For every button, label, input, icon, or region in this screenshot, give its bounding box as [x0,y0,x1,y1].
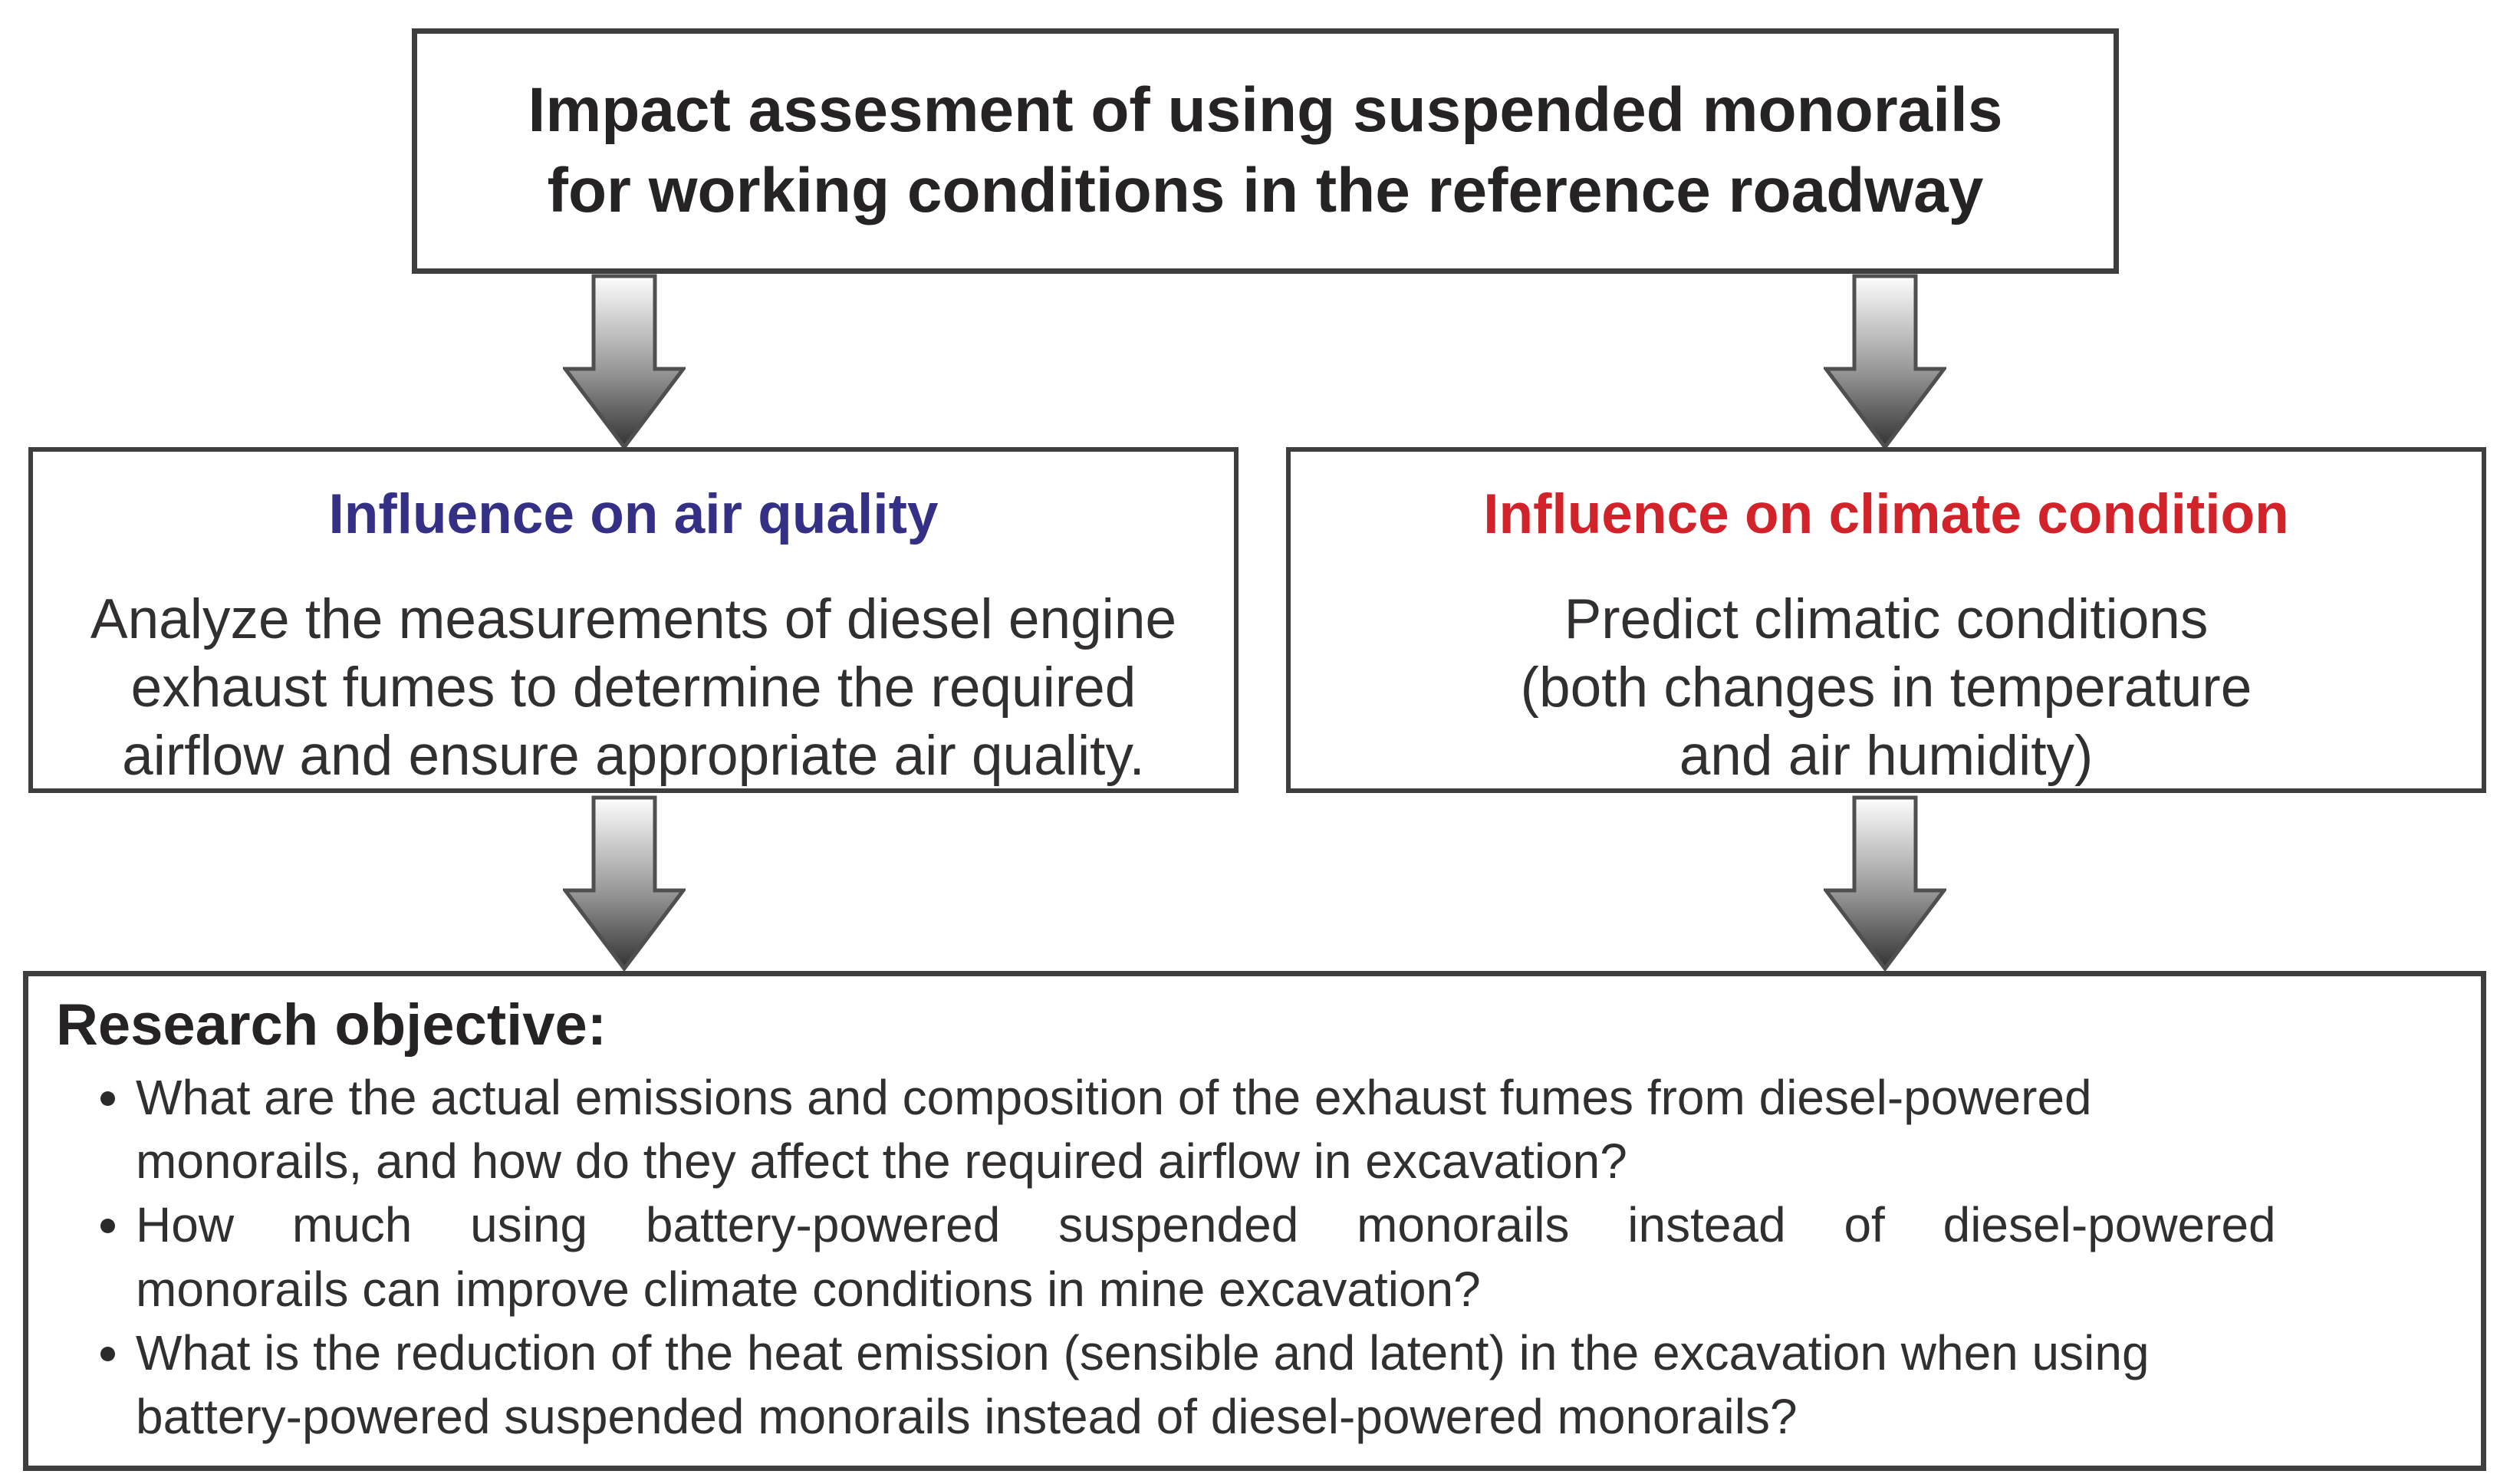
bullet-item: What is the reduction of the heat emissi… [56,1321,2443,1449]
bullet-dot-icon [56,1193,136,1321]
bullet-text: What are the actual emissions and compos… [136,1070,2092,1190]
bullet-text: How much using battery-powered suspended… [136,1197,2276,1317]
down-arrow-icon [1824,795,1946,971]
air-quality-heading: Influence on air quality [328,483,939,545]
title-box: Impact assesment of using suspended mono… [412,28,2119,274]
page-title: Impact assesment of using suspended mono… [528,75,2003,225]
bullet-item: What are the actual emissions and compos… [56,1066,2443,1193]
air-quality-box: Influence on air quality Analyze the mea… [28,447,1239,793]
down-arrow-icon [563,274,686,449]
bullet-dot-icon [56,1321,136,1449]
research-bullet-list: What are the actual emissions and compos… [56,1066,2443,1449]
bullet-dot-icon [56,1066,136,1193]
research-objective-heading: Research objective: [56,992,607,1058]
bullet-item: How much using battery-powered suspended… [56,1193,2443,1321]
climate-condition-heading: Influence on climate condition [1483,483,2289,545]
down-arrow-icon [1824,274,1946,449]
air-quality-body: Analyze the measurements of diesel engin… [90,587,1177,787]
bullet-text: What is the reduction of the heat emissi… [136,1324,2150,1444]
climate-condition-box: Influence on climate condition Predict c… [1286,447,2486,793]
down-arrow-icon [563,795,686,971]
research-objective-box: Research objective: What are the actual … [23,971,2486,1471]
climate-condition-body: Predict climatic conditions (both change… [1520,587,2252,787]
